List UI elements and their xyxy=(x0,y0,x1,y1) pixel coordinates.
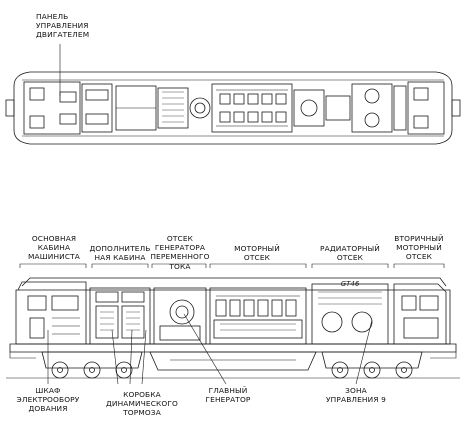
engine-panel-label: ПАНЕЛЬ УПРАВЛЕНИЯ ДВИГАТЕЛЕМ xyxy=(36,12,90,40)
top-view-locomotive xyxy=(5,71,461,145)
locomotive-logo: GT46 xyxy=(341,280,360,288)
callout-dynamic-brake: КОРОБКА ДИНАМИЧЕСКОГО ТОРМОЗА xyxy=(105,390,179,418)
rear-truck-wheels xyxy=(331,361,413,379)
section-label-radiator: РАДИАТОРНЫЙ ОТСЕК xyxy=(320,244,380,263)
section-label-secondary-engine: ВТОРИЧНЫЙ МОТОРНЫЙ ОТСЕК xyxy=(394,234,444,262)
control-zone-leader xyxy=(355,319,373,385)
callout-main-generator: ГЛАВНЫЙ ГЕНЕРАТОР xyxy=(205,386,251,405)
main-generator-leader xyxy=(183,313,227,385)
section-label-main-cab: ОСНОВНАЯ КАБИНА МАШИНИСТА xyxy=(27,234,81,262)
dynamic-brake-leader xyxy=(111,329,147,385)
section-label-alternator: ОТСЕК ГЕНЕРАТОРА ПЕРЕМЕННОГО ТОКА xyxy=(150,234,210,271)
callout-electrical-cabinet: ШКАФ ЭЛЕКТРООБОРУ ДОВАНИЯ xyxy=(16,386,80,414)
callout-control-zone: ЗОНА УПРАВЛЕНИЯ 9 xyxy=(326,386,386,405)
section-label-aux-cab: ДОПОЛНИТЕЛЬ НАЯ КАБИНА xyxy=(89,244,151,263)
section-label-engine: МОТОРНЫЙ ОТСЕК xyxy=(234,244,280,263)
front-truck-wheels xyxy=(51,361,133,379)
side-view-locomotive xyxy=(9,263,457,371)
